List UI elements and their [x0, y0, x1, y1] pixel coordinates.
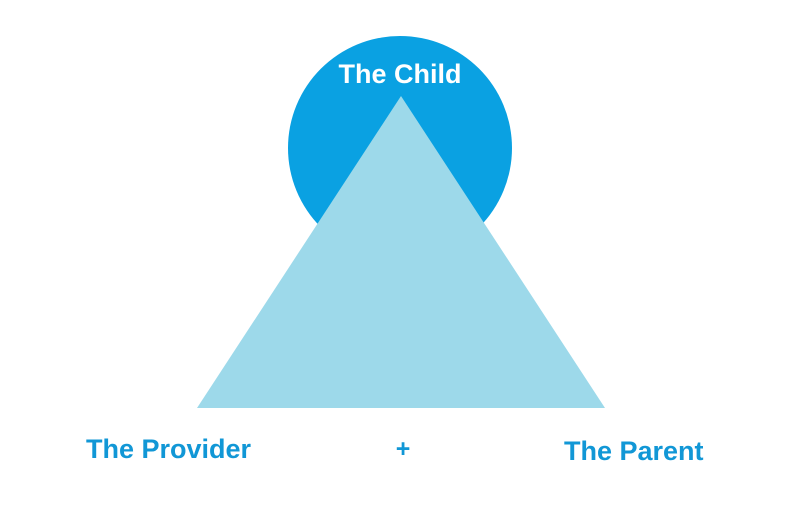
provider-label: The Provider [86, 434, 252, 464]
parent-label: The Parent [564, 436, 704, 466]
child-label: The Child [338, 59, 462, 89]
plus-operator: + [395, 435, 411, 463]
support-triangle [197, 96, 605, 408]
